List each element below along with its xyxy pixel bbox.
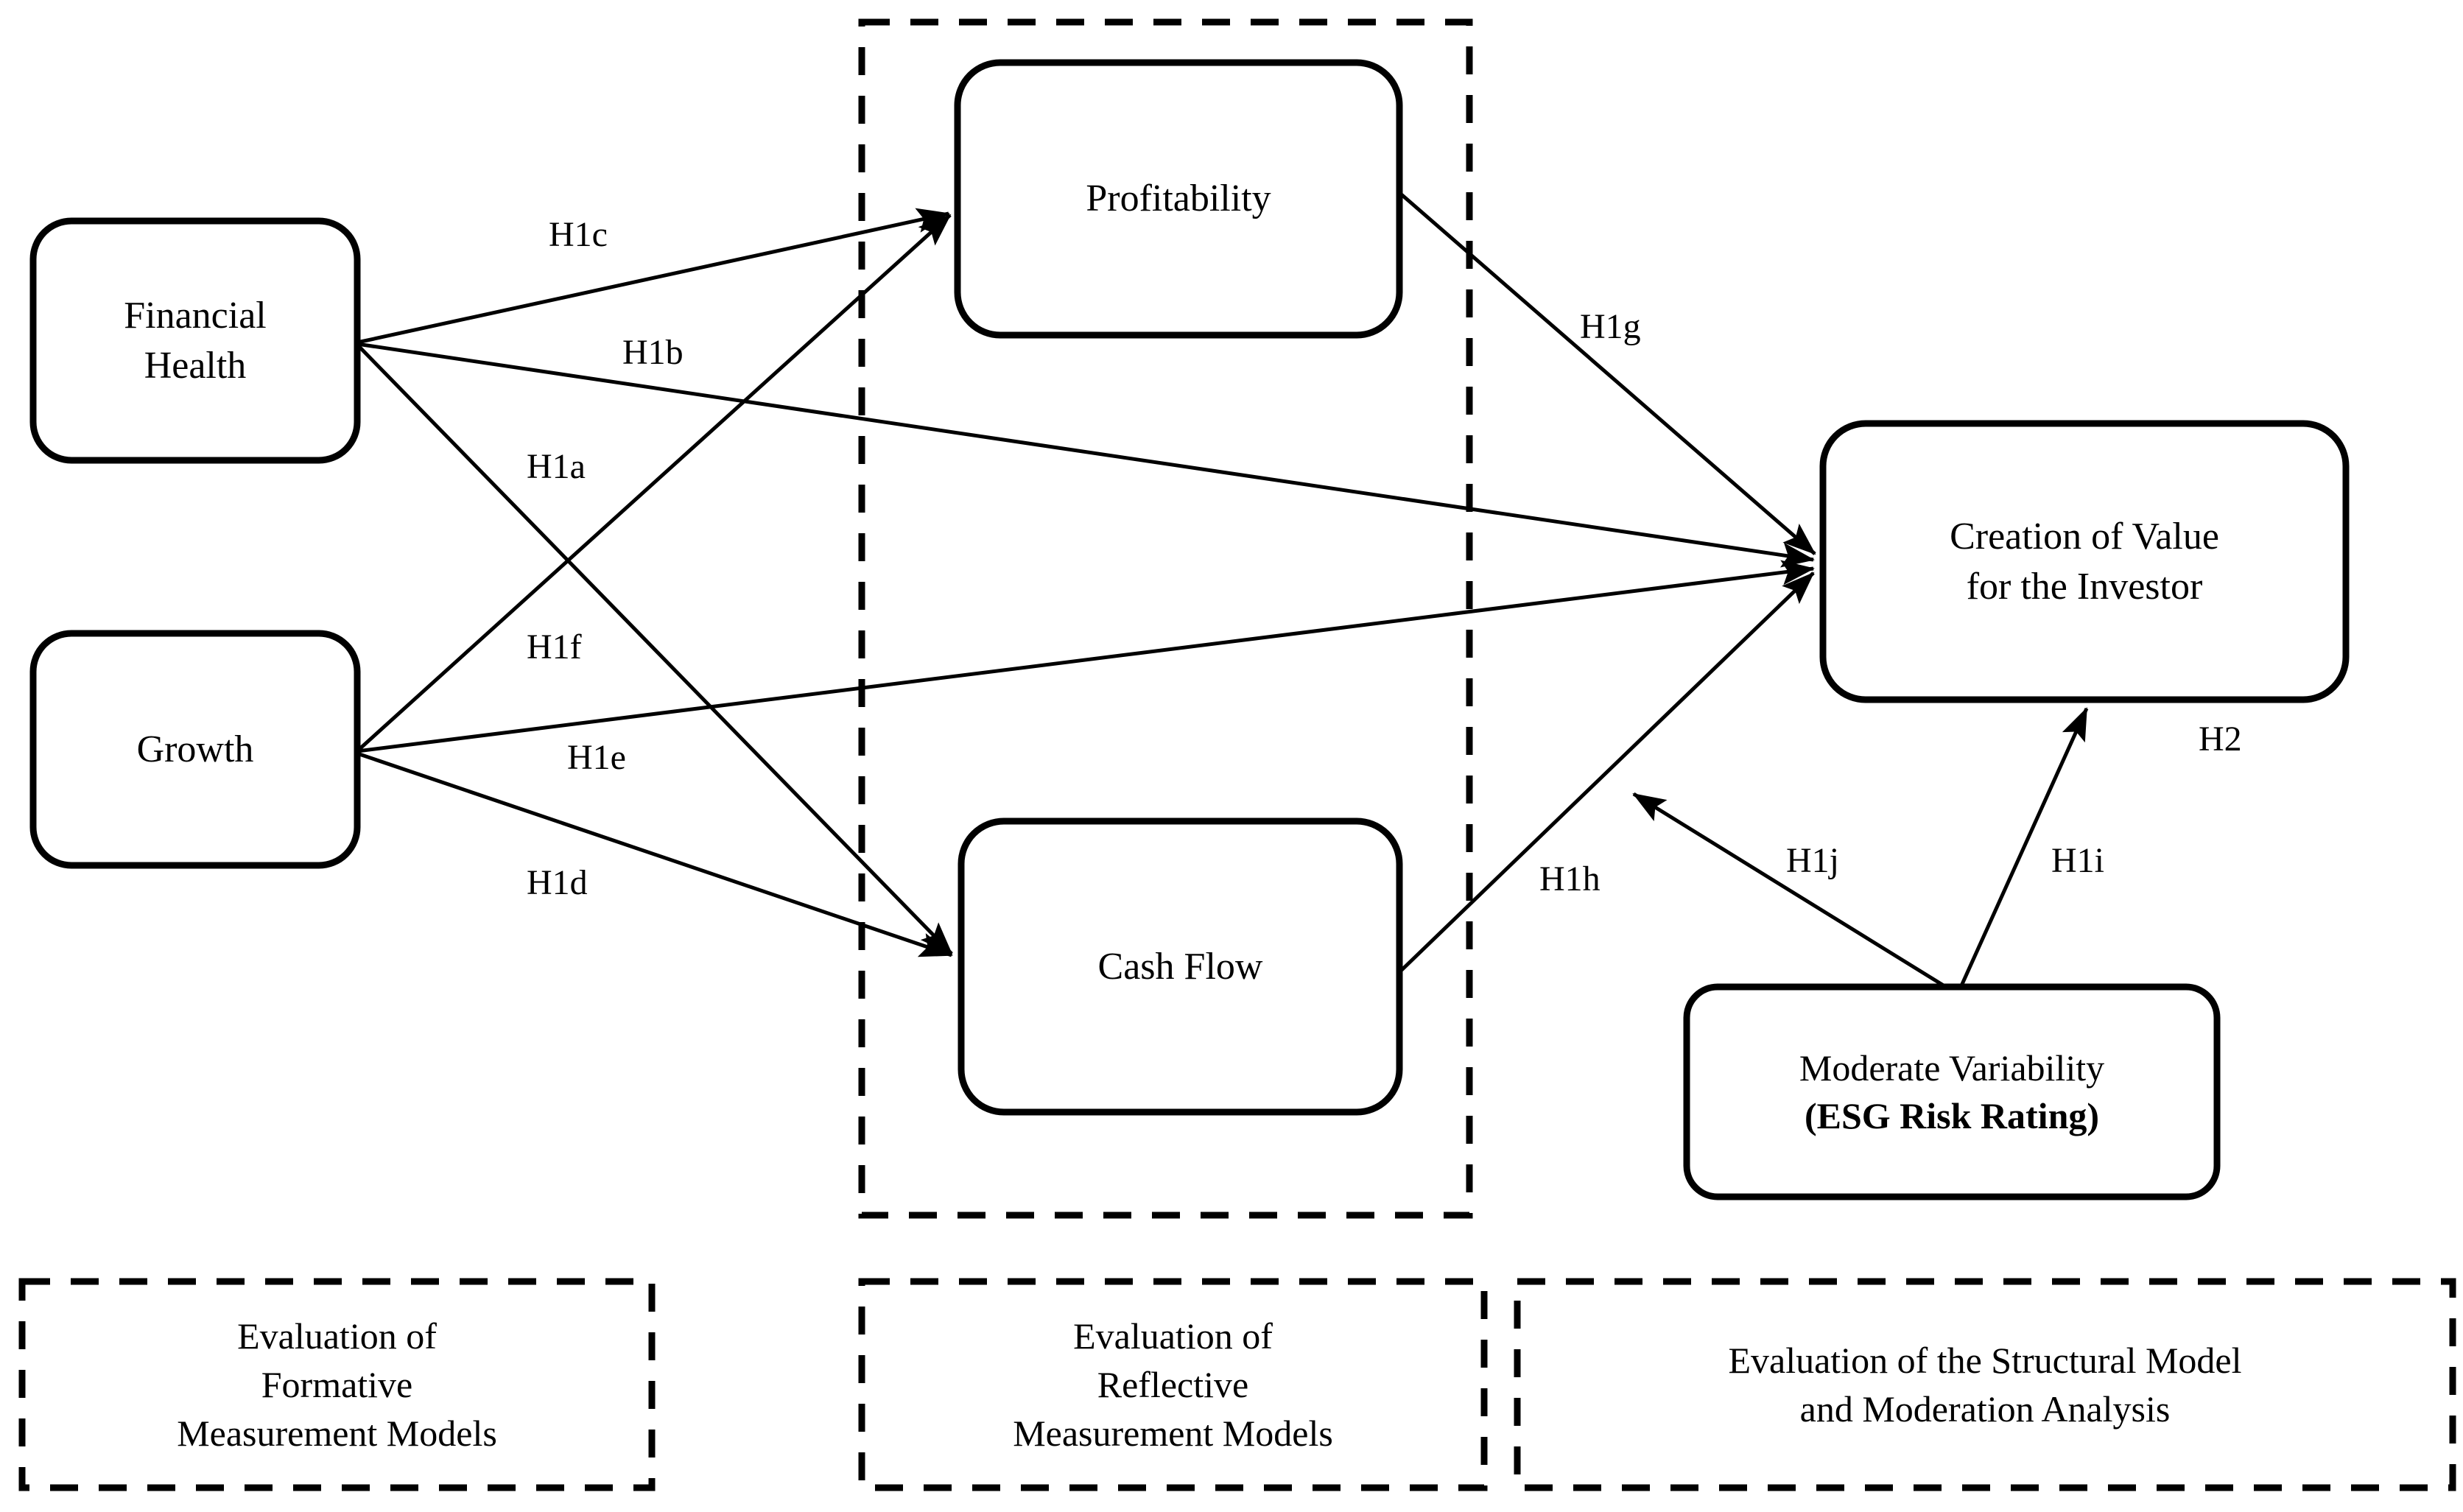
legend-box-reflective (858, 1278, 1488, 1491)
edge-h1c (356, 208, 950, 345)
legend-box-formative (18, 1278, 656, 1491)
edge-h1d (356, 751, 953, 957)
edge-h1j (1632, 792, 1953, 993)
node-cash-flow[interactable] (958, 817, 1403, 1116)
edge-h1b (356, 342, 1815, 568)
edge-h1g (1396, 190, 1816, 555)
edge-h1h (1398, 572, 1815, 974)
legend-box-structural (1514, 1278, 2456, 1491)
edge-h1f (357, 214, 952, 751)
edge-h1a (357, 345, 953, 955)
node-moderate-variability[interactable] (1683, 983, 2221, 1200)
node-profitability[interactable] (954, 59, 1403, 339)
node-creation-of-value[interactable] (1819, 420, 2350, 703)
edge-h1e (356, 560, 1815, 753)
edge-h1i (1957, 707, 2089, 992)
node-financial-health[interactable] (29, 217, 361, 464)
node-growth[interactable] (29, 630, 361, 869)
dashed-group-reflective (858, 18, 1473, 1219)
